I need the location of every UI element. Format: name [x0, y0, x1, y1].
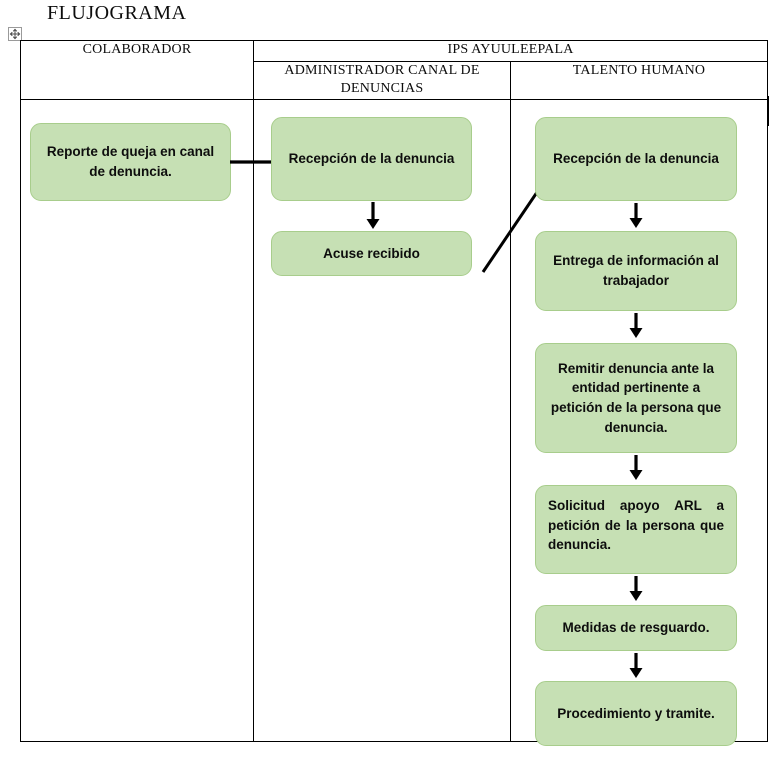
arrow-medidas-to-procedimiento-icon: [627, 653, 645, 679]
arrow-entrega-to-remitir-icon: [627, 313, 645, 339]
arrow-solicitud-to-medidas-icon: [627, 576, 645, 602]
flow-node-recepcion-denuncia-admin[interactable]: Recepción de la denuncia: [271, 117, 472, 201]
flow-node-recepcion-denuncia-th[interactable]: Recepción de la denuncia: [535, 117, 737, 201]
lane-cell-colaborador: Reporte de queja en canal de denuncia.: [20, 99, 286, 742]
lane-talento-humano: Recepción de la denuncia Entrega de info…: [511, 100, 767, 746]
table-header-row-group: COLABORADOR IPS AYUULEEPALA: [20, 40, 768, 100]
table-header-row-sub: ADMINISTRADOR CANAL DE DENUNCIAS TALENTO…: [21, 61, 768, 100]
table-body-row: Reporte de queja en canal de denuncia. R…: [20, 99, 768, 746]
lane-header-talento-humano: TALENTO HUMANO: [510, 61, 768, 100]
lane-cell-talento-humano: Recepción de la denuncia Entrega de info…: [510, 99, 768, 746]
flowchart-swimlane-table: COLABORADOR IPS AYUULEEPALA ADMINISTRADO…: [20, 40, 768, 746]
table-resize-handle-icon[interactable]: [767, 96, 769, 126]
table-move-handle-icon[interactable]: [8, 27, 22, 41]
lane-administrador: Recepción de la denuncia Acuse recibido: [254, 100, 556, 741]
flow-node-solicitud-arl[interactable]: Solicitud apoyo ARL a petición de la per…: [535, 485, 737, 574]
arrow-remitir-to-solicitud-icon: [627, 455, 645, 481]
flow-node-medidas-resguardo[interactable]: Medidas de resguardo.: [535, 605, 737, 651]
flow-node-remitir-denuncia[interactable]: Remitir denuncia ante la entidad pertine…: [535, 343, 737, 453]
arrow-recepcion-to-entrega-icon: [627, 203, 645, 229]
arrow-recepcion-to-acuse-icon: [364, 202, 382, 230]
flow-node-entrega-informacion[interactable]: Entrega de información al trabajador: [535, 231, 737, 311]
lane-cell-administrador: Recepción de la denuncia Acuse recibido: [253, 99, 556, 742]
lane-header-colaborador: COLABORADOR: [20, 40, 254, 100]
flow-node-reporte-queja[interactable]: Reporte de queja en canal de denuncia.: [30, 123, 231, 201]
lane-header-administrador: ADMINISTRADOR CANAL DE DENUNCIAS: [253, 61, 511, 100]
page-title: FLUJOGRAMA: [47, 2, 187, 24]
lane-colaborador: Reporte de queja en canal de denuncia.: [21, 100, 286, 741]
flow-node-acuse-recibido[interactable]: Acuse recibido: [271, 231, 472, 276]
lane-header-group-ips: IPS AYUULEEPALA: [253, 40, 768, 62]
flow-node-procedimiento-tramite[interactable]: Procedimiento y tramite.: [535, 681, 737, 746]
